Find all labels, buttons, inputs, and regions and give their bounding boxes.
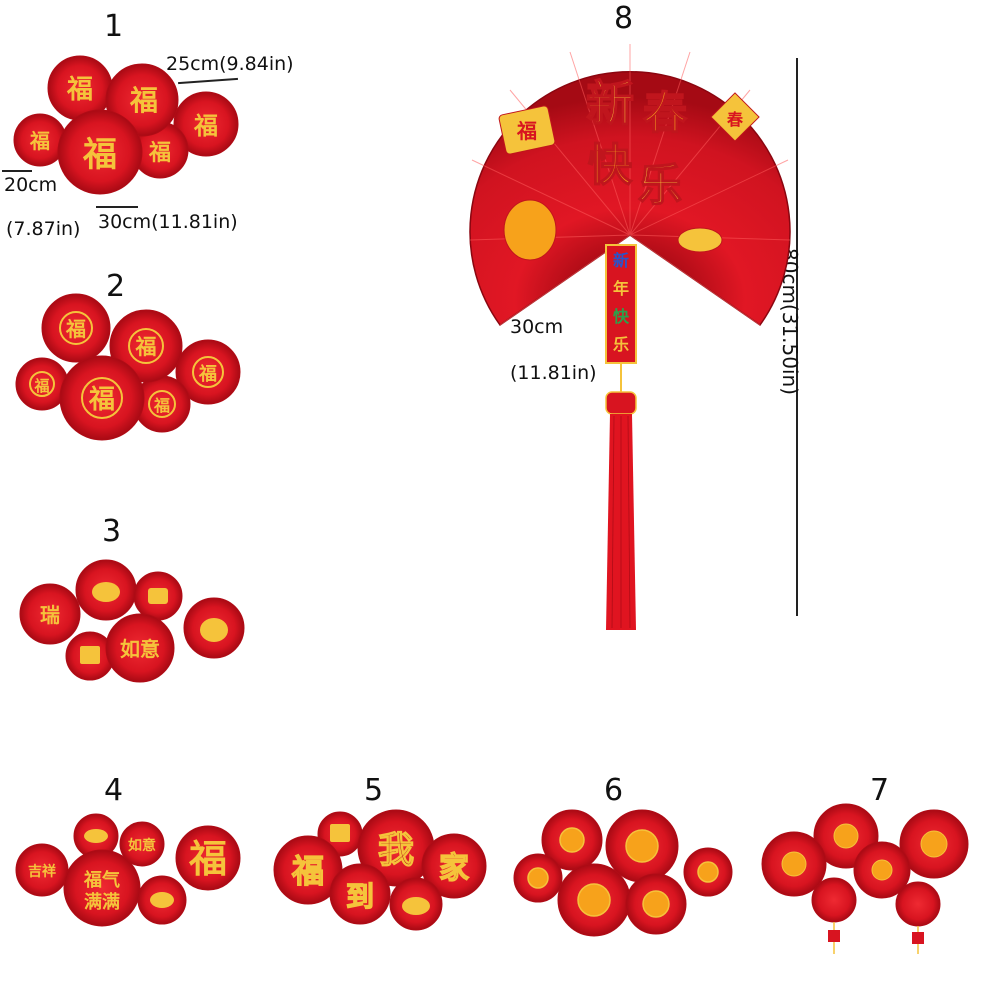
svg-text:福: 福	[193, 111, 218, 140]
fan-radius-in-label: (11.81in)	[510, 362, 597, 384]
svg-text:新: 新	[586, 76, 634, 132]
set1-height-cm-label: 20cm	[4, 174, 58, 196]
label-3: 3	[102, 514, 122, 549]
set1-width2-label: 30cm(11.81in)	[98, 211, 238, 233]
svg-text:福: 福	[29, 129, 50, 153]
svg-text:乐: 乐	[638, 160, 682, 211]
svg-text:春: 春	[726, 110, 744, 129]
svg-text:乐: 乐	[613, 335, 629, 354]
label-8: 8	[614, 1, 634, 36]
svg-text:福: 福	[153, 396, 170, 415]
label-5: 5	[364, 773, 384, 808]
set1-width-label: 25cm(9.84in)	[166, 53, 294, 75]
svg-text:新: 新	[613, 251, 629, 270]
rosette-set-4: 福 吉祥 如意 福气 满满	[15, 813, 241, 927]
label-7: 7	[870, 773, 890, 808]
svg-text:年: 年	[613, 279, 629, 298]
svg-text:家: 家	[439, 851, 469, 886]
svg-text:福气: 福气	[83, 869, 120, 891]
svg-text:福: 福	[66, 75, 93, 105]
height-dimension-line	[796, 58, 798, 616]
fan-radius-cm-label: 30cm	[510, 316, 564, 338]
svg-text:福: 福	[291, 852, 324, 890]
label-4: 4	[104, 773, 124, 808]
svg-text:福: 福	[135, 334, 157, 359]
svg-text:快: 快	[588, 140, 633, 191]
rosette-set-3: 瑞 如意	[19, 559, 245, 683]
rosette-set-6	[513, 809, 733, 937]
svg-text:吉祥: 吉祥	[28, 863, 56, 880]
dimension-line	[2, 170, 32, 172]
svg-text:到: 到	[346, 880, 374, 913]
svg-text:如意: 如意	[120, 637, 160, 661]
large-fan-8: 福 春 新 春 快 乐 新 年 快 乐	[469, 44, 791, 630]
set1-height-in-label: (7.87in)	[6, 218, 81, 240]
svg-text:福: 福	[148, 140, 171, 166]
label-6: 6	[604, 773, 624, 808]
rosette-set-1: 福 福 福 福 福 福	[13, 55, 239, 195]
svg-text:春: 春	[643, 88, 687, 139]
svg-text:快: 快	[613, 307, 630, 326]
svg-text:福: 福	[65, 317, 86, 341]
svg-text:如意: 如意	[128, 837, 156, 854]
svg-text:我: 我	[378, 829, 414, 871]
svg-text:福: 福	[82, 135, 117, 175]
svg-text:福: 福	[129, 84, 158, 117]
svg-text:满满: 满满	[84, 891, 120, 913]
svg-text:福: 福	[88, 385, 115, 415]
fu-characters: 福 福 福 福 福 福	[29, 75, 218, 175]
rosette-set-7	[761, 803, 969, 954]
label-2: 2	[106, 269, 126, 304]
rosette-set-5: 我 家 福 到	[273, 809, 487, 931]
dimension-line	[96, 206, 138, 208]
svg-text:福: 福	[33, 377, 49, 395]
svg-text:福: 福	[198, 363, 217, 385]
svg-text:瑞: 瑞	[40, 603, 60, 627]
svg-text:福: 福	[516, 119, 537, 143]
rosette-set-2: 福 福 福 福 福 福	[15, 293, 241, 441]
label-1: 1	[104, 9, 124, 44]
svg-text:福: 福	[188, 836, 227, 881]
